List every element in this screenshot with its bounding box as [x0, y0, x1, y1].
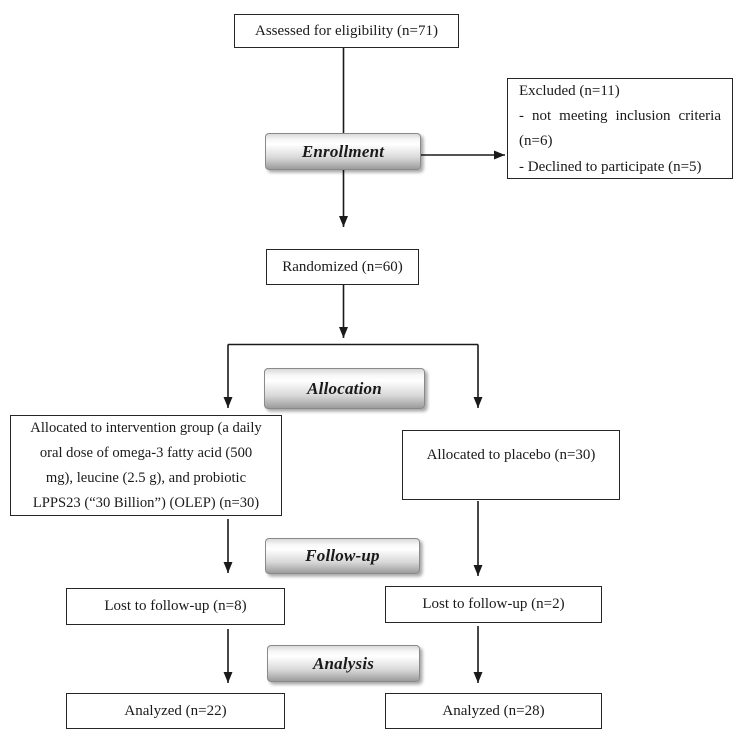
- excluded-reason-1: - not meeting inclusion criteria: [519, 108, 721, 125]
- excluded-reason-2: - Declined to participate (n=5): [519, 158, 702, 175]
- stage-enrollment: Enrollment: [265, 133, 421, 170]
- stage-analysis: Analysis: [267, 645, 420, 682]
- analyzed-intervention-box: Analyzed (n=22): [66, 693, 285, 729]
- intervention-line-1: Allocated to intervention group (a daily: [30, 419, 262, 436]
- stage-enrollment-label: Enrollment: [301, 141, 385, 161]
- intervention-line-2: oral dose of omega-3 fatty acid (500: [39, 444, 253, 461]
- assessed-eligibility-box: Assessed for eligibility (n=71): [234, 14, 459, 48]
- assessed-eligibility-label: Assessed for eligibility (n=71): [254, 22, 439, 39]
- analyzed-intervention-label: Analyzed (n=22): [124, 702, 227, 719]
- stage-followup-label: Follow-up: [305, 546, 380, 565]
- intervention-line-4: LPPS23 (“30 Billion”) (OLEP) (n=30): [32, 494, 260, 511]
- intervention-line-3: mg), leucine (2.5 g), and probiotic: [45, 469, 247, 486]
- excluded-reason-1-count: (n=6): [519, 133, 553, 150]
- placebo-allocation-box: Allocated to placebo (n=30): [402, 430, 620, 500]
- analyzed-placebo-label: Analyzed (n=28): [442, 702, 545, 719]
- stage-followup: Follow-up: [265, 538, 420, 574]
- excluded-title: Excluded (n=11): [519, 83, 620, 99]
- analyzed-placebo-box: Analyzed (n=28): [385, 693, 602, 729]
- randomized-box: Randomized (n=60): [266, 249, 419, 285]
- stage-analysis-label: Analysis: [312, 653, 375, 673]
- excluded-box: Excluded (n=11) - not meeting inclusion …: [507, 78, 733, 179]
- stage-allocation-label: Allocation: [307, 378, 382, 398]
- intervention-allocation-box: Allocated to intervention group (a daily…: [10, 415, 282, 516]
- lost-followup-intervention-label: Lost to follow-up (n=8): [104, 598, 247, 614]
- randomized-label: Randomized (n=60): [282, 258, 403, 275]
- placebo-label: Allocated to placebo (n=30): [426, 447, 596, 463]
- lost-followup-intervention-box: Lost to follow-up (n=8): [66, 588, 285, 625]
- lost-followup-placebo-box: Lost to follow-up (n=2): [385, 586, 602, 623]
- lost-followup-placebo-label: Lost to follow-up (n=2): [422, 596, 565, 612]
- stage-allocation: Allocation: [264, 368, 425, 409]
